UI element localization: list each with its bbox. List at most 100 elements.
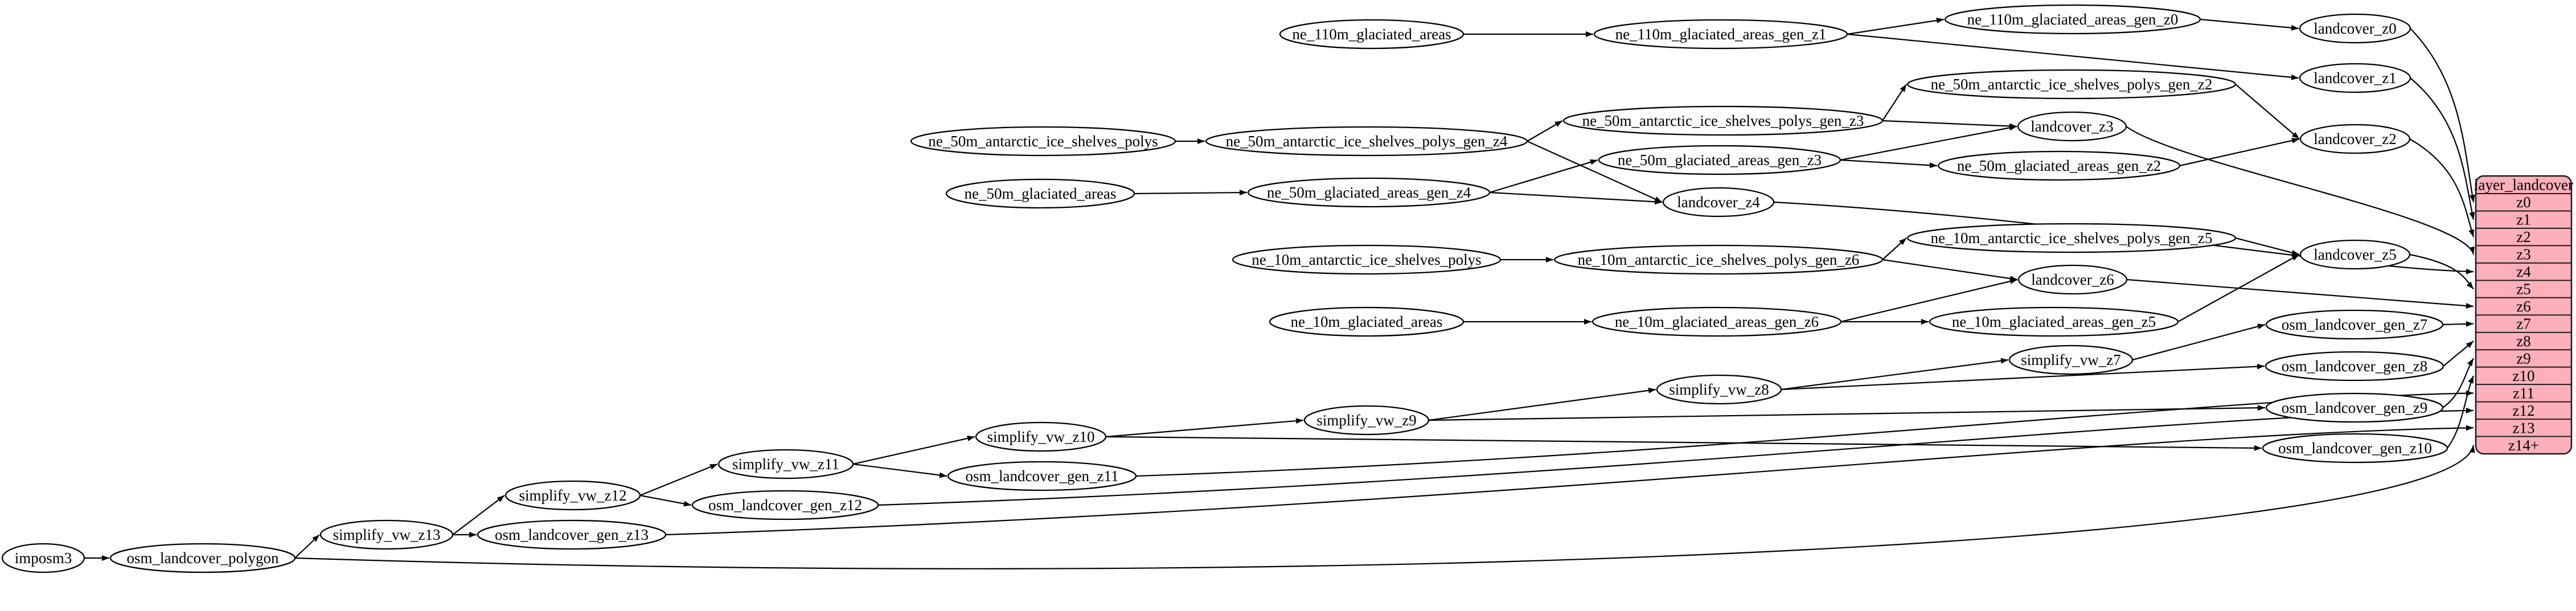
- node-label: landcover_z6: [2031, 271, 2114, 288]
- node-landcover_z6: landcover_z6: [2017, 264, 2128, 295]
- node-simplify_vw_z7: simplify_vw_z7: [2008, 345, 2134, 375]
- node-landcover_z2: landcover_z2: [2299, 124, 2411, 154]
- node-ellipse: [477, 519, 667, 550]
- node-ne_110m_glaciated_areas: ne_110m_glaciated_areas: [1279, 19, 1465, 50]
- node-ellipse: [1662, 187, 1775, 218]
- node-ellipse: [975, 421, 1107, 452]
- node-label: ne_50m_antarctic_ice_shelves_polys_gen_z…: [1582, 112, 1864, 129]
- edge-osm_landcover_gen_z13-to-row-z13: [665, 425, 2474, 536]
- node-label: landcover_z5: [2314, 246, 2396, 263]
- edge-ne_110m_glaciated_areas_gen_z0-to-landcover_z0: [2200, 18, 2299, 31]
- node-label: ne_50m_glaciated_areas_gen_z2: [1957, 157, 2161, 174]
- edge-osm_landcover_gen_z7-to-row-z7: [2442, 321, 2474, 327]
- node-ne_50m_antarctic_ice_shelves_polys_gen_z3: ne_50m_antarctic_ice_shelves_polys_gen_z…: [1562, 105, 1884, 136]
- edge-ne_50m_glaciated_areas_gen_z4-to-ne_50m_glaciated_areas_gen_z3: [1489, 159, 1598, 194]
- node-ellipse: [1562, 105, 1884, 136]
- edge-simplify_vw_z10-to-simplify_vw_z9: [1105, 418, 1304, 438]
- node-ne_10m_glaciated_areas: ne_10m_glaciated_areas: [1269, 306, 1465, 337]
- edge-simplify_vw_z11-to-simplify_vw_z10: [852, 435, 975, 465]
- edge-ne_10m_glaciated_areas_gen_z6-to-landcover_z6: [1840, 278, 2018, 323]
- node-ellipse: [1944, 4, 2201, 35]
- table-row-z3: z3: [2516, 246, 2530, 263]
- node-ne_10m_glaciated_areas_gen_z6: ne_10m_glaciated_areas_gen_z6: [1591, 306, 1842, 337]
- node-ellipse: [1553, 244, 1884, 275]
- edge-osm_landcover_polygon-to-simplify_vw_z13: [294, 534, 320, 559]
- edge-landcover_z2-to-row-z2: [2409, 138, 2475, 237]
- node-osm_landcover_gen_z9: osm_landcover_gen_z9: [2265, 392, 2444, 423]
- edge-ne_50m_antarctic_ice_shelves_polys_gen_z3-to-landcover_z3: [1882, 120, 2017, 129]
- edge-simplify_vw_z7-to-osm_landcover_gen_z7: [2132, 323, 2266, 361]
- table-row-z13: z13: [2513, 419, 2535, 436]
- node-ellipse: [1598, 145, 1841, 175]
- node-ne_110m_glaciated_areas_gen_z1: ne_110m_glaciated_areas_gen_z1: [1593, 19, 1848, 50]
- node-label: ne_50m_glaciated_areas: [965, 185, 1117, 202]
- node-simplify_vw_z9: simplify_vw_z9: [1303, 405, 1430, 436]
- node-ellipse: [945, 178, 1135, 209]
- node-ne_10m_antarctic_ice_shelves_polys: ne_10m_antarctic_ice_shelves_polys: [1232, 244, 1502, 275]
- node-label: ne_10m_antarctic_ice_shelves_polys_gen_z…: [1578, 251, 1860, 268]
- node-simplify_vw_z10: simplify_vw_z10: [975, 421, 1107, 452]
- node-landcover_z3: landcover_z3: [2017, 111, 2127, 142]
- node-ne_50m_antarctic_ice_shelves_polys_gen_z4: ne_50m_antarctic_ice_shelves_polys_gen_z…: [1205, 126, 1528, 157]
- nodes-layer: ne_110m_glaciated_areas ne_110m_glaciated…: [1, 4, 2448, 573]
- edge-ne_50m_antarctic_ice_shelves_polys_gen_z3-to-ne_50m_antarctic_ice_shelves_polys_gen_z2: [1882, 84, 1907, 121]
- table-row-z6: z6: [2516, 298, 2530, 315]
- node-imposm3: imposm3: [1, 543, 85, 573]
- node-label: simplify_vw_z10: [987, 428, 1095, 445]
- node-ellipse: [109, 543, 296, 573]
- table-row-z10: z10: [2513, 367, 2535, 384]
- node-ellipse: [1906, 223, 2237, 253]
- node-ne_50m_glaciated_areas_gen_z4: ne_50m_glaciated_areas_gen_z4: [1247, 177, 1491, 208]
- node-landcover_z5: landcover_z5: [2299, 239, 2411, 270]
- node-ne_10m_antarctic_ice_shelves_polys_gen_z6: ne_10m_antarctic_ice_shelves_polys_gen_z…: [1553, 244, 1884, 275]
- edge-ne_10m_antarctic_ice_shelves_polys_gen_z6-to-ne_10m_antarctic_ice_shelves_polys_gen_z5: [1882, 237, 1907, 260]
- node-simplify_vw_z8: simplify_vw_z8: [1656, 374, 1782, 405]
- edge-ne_50m_glaciated_areas-to-ne_50m_glaciated_areas_gen_z4: [1134, 190, 1248, 196]
- edge-osm_landcover_gen_z10-to-row-z10: [2447, 375, 2475, 449]
- node-ellipse: [2265, 309, 2444, 340]
- node-simplify_vw_z13: simplify_vw_z13: [319, 519, 454, 550]
- edge-landcover_z1-to-row-z1: [2410, 77, 2475, 220]
- node-label: landcover_z0: [2314, 20, 2396, 37]
- node-label: landcover_z1: [2314, 69, 2396, 87]
- node-ellipse: [717, 449, 854, 479]
- edge-simplify_vw_z12-to-osm_landcover_gen_z12: [639, 494, 692, 507]
- node-label: osm_landcover_gen_z13: [495, 526, 649, 543]
- edge-ne_10m_antarctic_ice_shelves_polys_gen_z6-to-landcover_z6: [1882, 259, 2018, 282]
- node-osm_landcover_polygon: osm_landcover_polygon: [109, 543, 296, 573]
- table-row-z2: z2: [2516, 228, 2530, 245]
- node-osm_landcover_gen_z13: osm_landcover_gen_z13: [477, 519, 667, 550]
- node-label: osm_landcover_gen_z10: [2278, 440, 2432, 457]
- node-label: ne_50m_glaciated_areas_gen_z4: [1267, 184, 1471, 201]
- table-row-z9: z9: [2516, 350, 2530, 367]
- node-label: simplify_vw_z9: [1316, 412, 1417, 429]
- edge-ne_50m_glaciated_areas_gen_z4-to-landcover_z4: [1489, 191, 1663, 205]
- node-ellipse: [1937, 150, 2181, 181]
- node-ellipse: [2265, 351, 2444, 382]
- node-simplify_vw_z11: simplify_vw_z11: [717, 449, 854, 479]
- node-label: simplify_vw_z8: [1669, 381, 1769, 398]
- node-label: ne_10m_glaciated_areas_gen_z5: [1952, 313, 2156, 330]
- node-label: simplify_vw_z11: [732, 456, 839, 473]
- edges-layer: [84, 18, 2475, 569]
- node-label: ne_50m_antarctic_ice_shelves_polys_gen_z…: [1226, 133, 1508, 150]
- edge-landcover_z6-to-row-z6: [2126, 278, 2474, 309]
- edge-simplify_vw_z11-to-osm_landcover_gen_z11: [852, 463, 947, 478]
- table-layer: layer_landcoverz0z1z2z3z4z5z6z7z8z9z10z1…: [2474, 175, 2573, 455]
- edge-ne_110m_glaciated_areas_gen_z1-to-landcover_z1: [1847, 33, 2299, 80]
- node-label: osm_landcover_gen_z12: [708, 497, 862, 514]
- node-label: osm_landcover_gen_z8: [2282, 358, 2427, 375]
- table-row-z5: z5: [2516, 281, 2530, 298]
- node-ellipse: [2265, 392, 2444, 423]
- node-ne_50m_glaciated_areas_gen_z2: ne_50m_glaciated_areas_gen_z2: [1937, 150, 2181, 181]
- node-ne_110m_glaciated_areas_gen_z0: ne_110m_glaciated_areas_gen_z0: [1944, 4, 2201, 35]
- node-label: ne_50m_antarctic_ice_shelves_polys_gen_z…: [1931, 76, 2213, 93]
- node-label: ne_50m_antarctic_ice_shelves_polys: [928, 133, 1158, 150]
- edge-osm_landcover_gen_z12-to-row-z12: [877, 408, 2474, 506]
- node-landcover_z0: landcover_z0: [2299, 13, 2411, 44]
- node-ellipse: [1, 543, 85, 573]
- edge-ne_50m_glaciated_areas_gen_z3-to-ne_50m_glaciated_areas_gen_z2: [1840, 159, 1938, 169]
- table-row-z4: z4: [2516, 263, 2531, 280]
- edge-ne_110m_glaciated_areas_gen_z1-to-ne_110m_glaciated_areas_gen_z0: [1847, 18, 1945, 35]
